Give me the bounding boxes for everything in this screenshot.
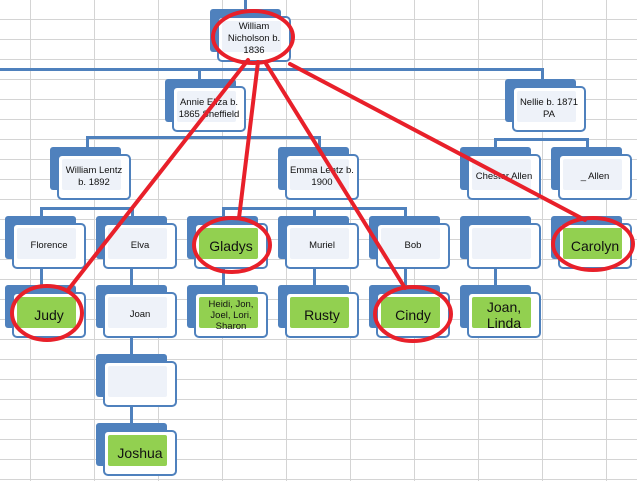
node-fill (290, 228, 349, 259)
node-fill (199, 228, 258, 259)
node-box (103, 361, 177, 407)
node-label: Joshua (117, 445, 163, 461)
node-box: Heidi, Jon, Joel, Lori, Sharon (194, 292, 268, 338)
node-label: Rusty (304, 307, 340, 323)
annotation-line-cindy (263, 60, 407, 290)
node-fill (381, 228, 440, 259)
node-label: Carolyn (570, 238, 620, 254)
node-box: Bob (376, 223, 450, 269)
circle-judy (10, 284, 84, 342)
node-fill (381, 297, 440, 328)
node-box: Joan, Linda (467, 292, 541, 338)
node-box: Rusty (285, 292, 359, 338)
node-cindy[interactable]: Cindy (369, 285, 450, 338)
circle-william-nicholson (211, 9, 295, 65)
node-label: William Nicholson b. 1836 (227, 21, 281, 56)
annotation-line-gladys (237, 60, 260, 220)
node-fill (472, 228, 531, 259)
node-heidi-jon-joel-lori-sharon[interactable]: Heidi, Jon, Joel, Lori, Sharon (187, 285, 268, 338)
node-fill (222, 21, 281, 52)
node-fill (108, 435, 167, 466)
node-label: Joan (129, 309, 151, 320)
node-label: Joan, Linda (486, 299, 522, 331)
node-fill (108, 228, 167, 259)
node-box: _ Allen (558, 154, 632, 200)
node-carolyn[interactable]: Carolyn (551, 216, 632, 269)
node-fill (517, 91, 576, 122)
node-blank-2[interactable] (96, 354, 177, 407)
node-fill (108, 297, 167, 328)
node-label: William Lentz b. 1892 (65, 165, 123, 188)
node-fill (17, 297, 76, 328)
node-florence[interactable]: Florence (5, 216, 86, 269)
node-fill (472, 297, 531, 328)
node-judy[interactable]: Judy (5, 285, 86, 338)
node-box: William Nicholson b. 1836 (217, 16, 291, 62)
node-label: Muriel (309, 240, 335, 251)
annotation-line-carolyn (288, 62, 587, 222)
node-label: Nellie b. 1871 PA (519, 97, 579, 120)
node-annie-eliza[interactable]: Annie Eliza b. 1865 Sheffield (165, 79, 246, 132)
node-rusty[interactable]: Rusty (278, 285, 359, 338)
node-emma-lentz[interactable]: Emma Lentz b. 1900 (278, 147, 359, 200)
node-box: Gladys (194, 223, 268, 269)
node-label: Cindy (395, 307, 431, 323)
node-label: Bob (404, 240, 422, 251)
circle-cindy (373, 285, 453, 343)
node-box: William Lentz b. 1892 (57, 154, 131, 200)
node-box: Annie Eliza b. 1865 Sheffield (172, 86, 246, 132)
node-fill (17, 228, 76, 259)
node-fill (108, 366, 167, 397)
circle-carolyn (551, 216, 635, 272)
node-muriel[interactable]: Muriel (278, 216, 359, 269)
node-gladys[interactable]: Gladys (187, 216, 268, 269)
node-label: Annie Eliza b. 1865 Sheffield (178, 97, 240, 120)
node-fill (563, 159, 622, 190)
node-joan[interactable]: Joan (96, 285, 177, 338)
node-william-nicholson[interactable]: William Nicholson b. 1836 (210, 9, 291, 62)
node-label: Gladys (209, 238, 253, 254)
node-joan-linda[interactable]: Joan, Linda (460, 285, 541, 338)
node-label: Judy (34, 307, 64, 323)
node-blank-1[interactable] (460, 216, 541, 269)
node-label: Florence (30, 240, 68, 251)
node-fill (199, 297, 258, 328)
node-box: Carolyn (558, 223, 632, 269)
node-label: Emma Lentz b. 1900 (290, 165, 354, 188)
node-box: Emma Lentz b. 1900 (285, 154, 359, 200)
node-nellie[interactable]: Nellie b. 1871 PA (505, 79, 586, 132)
node-joshua[interactable]: Joshua (96, 423, 177, 476)
node-william-lentz[interactable]: William Lentz b. 1892 (50, 147, 131, 200)
node-fill (177, 91, 236, 122)
node-fill (563, 228, 622, 259)
node-fill (290, 297, 349, 328)
circle-gladys (192, 216, 272, 274)
node-label: Elva (130, 240, 150, 251)
annotation-line-judy (66, 58, 250, 292)
node-label: _ Allen (580, 171, 610, 182)
node-box: Muriel (285, 223, 359, 269)
node-box: Cindy (376, 292, 450, 338)
node-box: Florence (12, 223, 86, 269)
node-box: Joan (103, 292, 177, 338)
node-label: Heidi, Jon, Joel, Lori, Sharon (208, 298, 254, 332)
node-allen[interactable]: _ Allen (551, 147, 632, 200)
node-box: Joshua (103, 430, 177, 476)
node-box: Nellie b. 1871 PA (512, 86, 586, 132)
node-box (467, 223, 541, 269)
node-fill (62, 159, 121, 190)
